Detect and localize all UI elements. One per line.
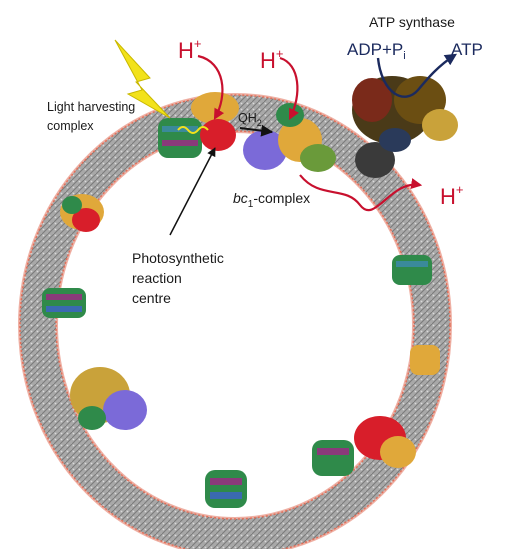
reaction-centre-label-line2: reaction <box>132 270 182 286</box>
bc1-complex-label: bc1-complex <box>233 190 310 210</box>
adp-subscript: i <box>403 50 405 62</box>
reaction-centre-label-line1: Photosynthetic <box>132 250 224 266</box>
protein-complex-bottom-right <box>312 416 416 476</box>
proton-label-bc1: H+ <box>260 46 283 73</box>
protein-complex-left-lower <box>70 367 147 430</box>
protein-complex-bottom-left <box>205 470 247 508</box>
protein-complex-right-lower <box>410 345 440 375</box>
qh2-text: QH <box>238 111 257 125</box>
proton-h: H <box>178 38 194 63</box>
light-harvesting-complex <box>158 118 202 158</box>
proton-arrow-bc1 <box>279 56 299 120</box>
atp-synthase-label: ATP synthase <box>369 14 455 30</box>
bc1-complex <box>243 103 336 172</box>
reaction-centre-pointer-arrow <box>169 147 216 236</box>
protein-complex-left-upper <box>60 194 104 232</box>
protein-complex-right-mid <box>392 255 432 285</box>
light-harvesting-label-line2: complex <box>47 119 94 133</box>
proton-h: H <box>260 48 276 73</box>
proton-h: H <box>440 184 456 209</box>
adp-text: ADP+P <box>347 40 403 59</box>
adp-to-atp-arrow <box>376 53 458 98</box>
proton-charge: + <box>456 182 464 197</box>
qh2-arrow <box>239 124 274 137</box>
bc1-suffix: -complex <box>253 190 310 206</box>
light-harvesting-label-line1: Light harvesting <box>47 100 135 114</box>
atp-label: ATP <box>451 40 483 59</box>
proton-charge: + <box>276 46 284 61</box>
proton-label-atp-synthase: H+ <box>440 182 463 209</box>
bc1-prefix: bc <box>233 190 248 206</box>
proton-charge: + <box>194 36 202 51</box>
bc1-subscript: 1 <box>248 199 254 210</box>
protein-complex-left-mid <box>42 288 86 318</box>
atp-synthase-complex <box>352 76 458 178</box>
adp-pi-label: ADP+Pi <box>347 40 406 62</box>
qh2-label: QH2 <box>238 111 262 128</box>
reaction-centre-label-line3: centre <box>132 290 171 306</box>
light-wave <box>177 126 209 134</box>
proton-arrow-reaction-centre <box>197 54 225 120</box>
proton-label-reaction-centre: H+ <box>178 36 201 63</box>
proton-arrow-atp-synthase <box>299 174 423 212</box>
lightning-bolt-icon <box>114 39 171 119</box>
qh2-subscript: 2 <box>257 118 262 128</box>
